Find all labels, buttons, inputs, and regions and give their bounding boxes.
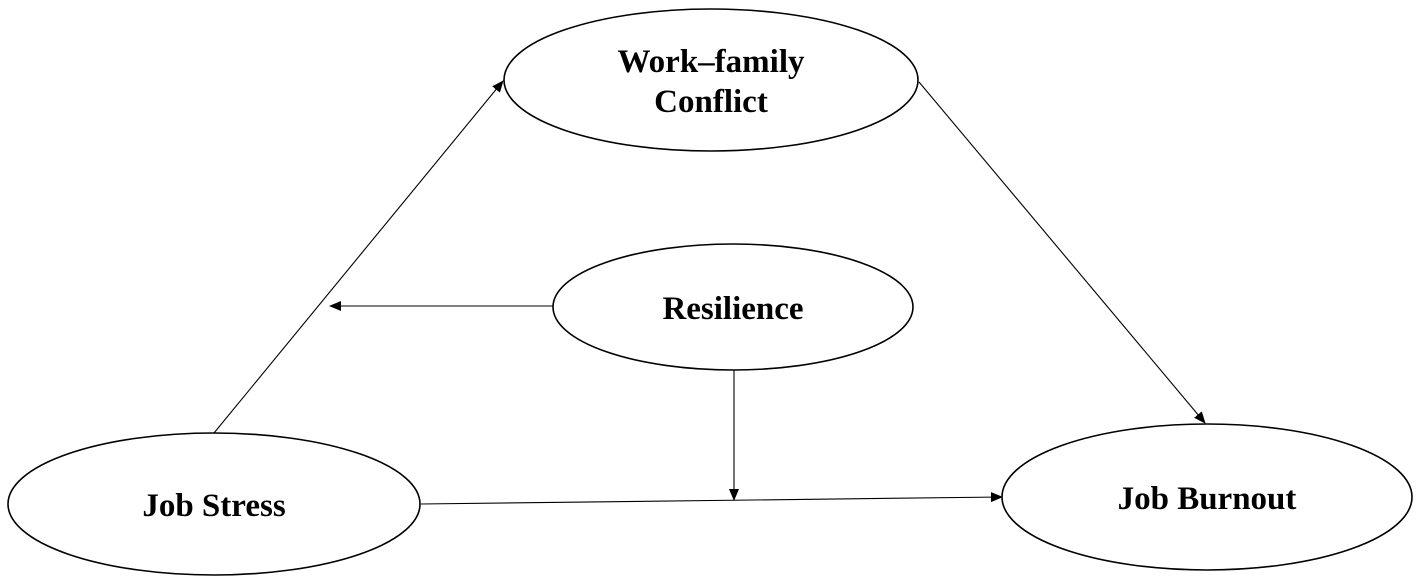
arrow-job-stress-to-job-burnout — [420, 492, 1003, 505]
node-job-burnout: Job Burnout — [1001, 423, 1413, 571]
job-burnout-ellipse — [1001, 423, 1413, 571]
work-family-conflict-ellipse — [503, 8, 919, 152]
resilience-ellipse — [552, 243, 914, 371]
resilience-label: Resilience — [662, 291, 803, 327]
work-family-conflict-label-line2: Conflict — [654, 84, 768, 120]
node-work-family-conflict: Work–family Conflict — [503, 8, 919, 152]
work-family-conflict-label-line1: Work–family — [618, 44, 805, 80]
node-job-stress: Job Stress — [7, 432, 421, 576]
arrow-work-family-conflict-to-job-burnout — [918, 81, 1206, 424]
arrow-job-stress-to-work-family-conflict — [213, 80, 504, 434]
job-stress-label: Job Stress — [142, 488, 285, 524]
job-stress-ellipse — [7, 432, 421, 576]
node-resilience: Resilience — [552, 243, 914, 371]
job-burnout-label: Job Burnout — [1118, 481, 1297, 517]
